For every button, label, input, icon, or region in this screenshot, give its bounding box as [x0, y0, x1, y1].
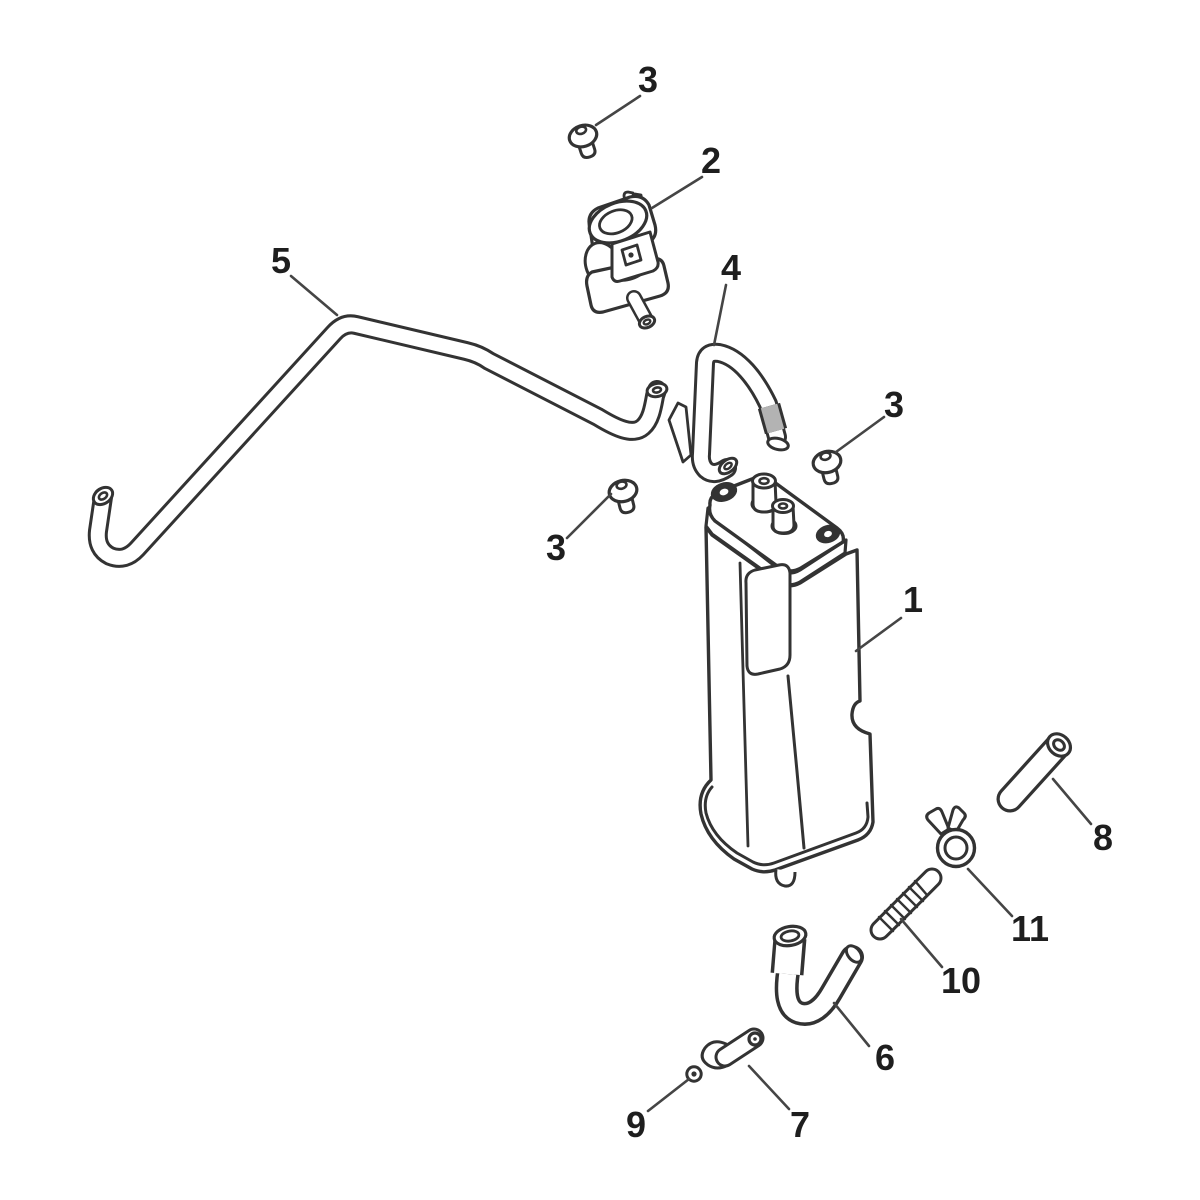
screw-3-left-drawing [607, 478, 639, 515]
leader-lines [289, 94, 1093, 1113]
screw-3-top-drawing [567, 123, 599, 160]
leader-line-3-right [834, 415, 886, 454]
leader-line-5 [289, 274, 339, 317]
callout-6: 6 [875, 1037, 895, 1078]
screw-3-right-drawing [811, 449, 843, 486]
callout-9: 9 [626, 1104, 646, 1145]
leader-line-10 [899, 917, 944, 969]
callout-1: 1 [903, 579, 923, 620]
callout-3-right: 3 [884, 384, 904, 425]
canister-port [770, 498, 798, 535]
purge-valve-drawing [583, 190, 670, 330]
leader-line-11 [966, 867, 1014, 918]
hose-4-drawing [690, 342, 790, 483]
stud-10-drawing [869, 867, 943, 941]
grommet-9-drawing [685, 1065, 703, 1083]
callout-3-top: 3 [638, 59, 658, 100]
stud-ribs [877, 879, 929, 933]
leader-line-3-left [565, 492, 613, 540]
leader-line-2 [650, 175, 704, 210]
callout-11: 11 [1011, 908, 1049, 949]
leader-line-6 [832, 1001, 871, 1048]
callout-4: 4 [721, 247, 741, 288]
callout-3-left: 3 [546, 527, 566, 568]
callout-8: 8 [1093, 817, 1113, 858]
canister-drain-nipple [774, 868, 797, 888]
leader-line-8 [1051, 777, 1093, 826]
canister-drawing [698, 472, 875, 888]
leader-line-7 [747, 1064, 791, 1111]
leader-line-9 [646, 1077, 691, 1113]
hose-5-tab [667, 401, 693, 464]
canister-mount-boss [710, 482, 738, 502]
valve-nozzle-tip [637, 314, 657, 330]
hose-6-opening [772, 924, 808, 948]
leader-line-1 [854, 616, 903, 653]
elbow-hose-6-drawing [770, 924, 864, 1026]
callout-7: 7 [790, 1104, 810, 1145]
hose-5-drawing [87, 314, 693, 568]
callout-10: 10 [941, 960, 981, 1001]
clamp-11-drawing [925, 805, 977, 869]
tube-8-drawing [996, 732, 1073, 813]
leader-line-4 [712, 283, 728, 347]
callout-2: 2 [701, 140, 721, 181]
callout-5: 5 [271, 240, 291, 281]
clip-7-drawing [700, 1027, 765, 1070]
leader-line-3-top [594, 94, 642, 127]
callout-labels: 3 2 5 4 3 3 1 8 11 10 6 7 9 [271, 59, 1113, 1145]
canister-mount-boss [815, 524, 841, 544]
